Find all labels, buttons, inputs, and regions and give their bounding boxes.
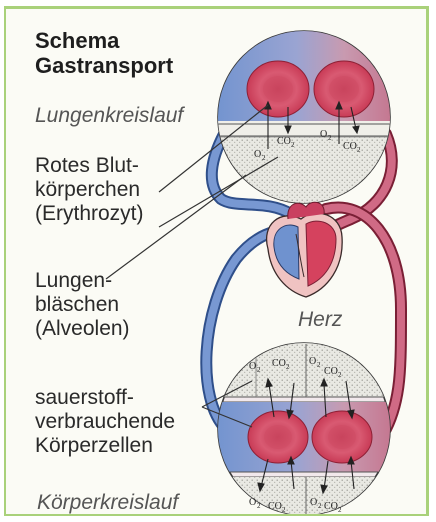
rbc-line-3: (Erythrozyt) xyxy=(35,202,144,226)
alveoli-label: Lungen- bläschen (Alveolen) xyxy=(35,269,130,341)
svg-text:O: O xyxy=(249,361,256,372)
lung-circulation-label: Lungenkreislauf xyxy=(35,104,183,128)
title-line-2: Gastransport xyxy=(35,54,173,79)
rbc-line-2: körperchen xyxy=(35,178,144,202)
alveoli-line-2: bläschen xyxy=(35,293,130,317)
svg-text:CO: CO xyxy=(272,358,286,369)
diagram-title: Schema Gastransport xyxy=(35,29,173,78)
title-line-1: Schema xyxy=(35,29,173,54)
svg-text:2: 2 xyxy=(338,371,342,379)
svg-text:CO: CO xyxy=(324,501,338,512)
svg-text:2: 2 xyxy=(291,141,295,149)
svg-text:2: 2 xyxy=(317,361,321,369)
cells-line-1: sauerstoff- xyxy=(35,386,175,410)
heart-illustration xyxy=(267,202,343,297)
red-blood-cell-label: Rotes Blut- körperchen (Erythrozyt) xyxy=(35,154,144,226)
svg-text:CO: CO xyxy=(277,136,291,147)
svg-text:O: O xyxy=(254,149,261,160)
svg-text:O: O xyxy=(310,497,317,508)
svg-text:O: O xyxy=(249,497,256,508)
svg-text:CO: CO xyxy=(343,141,357,152)
body-cells-label: sauerstoff- verbrauchende Körperzellen xyxy=(35,386,175,458)
svg-text:2: 2 xyxy=(257,502,261,510)
svg-text:2: 2 xyxy=(328,134,332,142)
cells-line-3: Körperzellen xyxy=(35,434,175,458)
svg-text:2: 2 xyxy=(257,366,261,374)
alveoli-line-3: (Alveolen) xyxy=(35,317,130,341)
svg-text:O: O xyxy=(309,356,316,367)
svg-text:2: 2 xyxy=(286,363,290,371)
svg-text:2: 2 xyxy=(318,502,322,510)
rbc-line-1: Rotes Blut- xyxy=(35,154,144,178)
svg-text:O: O xyxy=(320,129,327,140)
svg-text:2: 2 xyxy=(338,506,342,514)
svg-text:2: 2 xyxy=(357,146,361,154)
heart-label: Herz xyxy=(298,308,342,332)
cells-line-2: verbrauchende xyxy=(35,410,175,434)
body-circulation-label: Körperkreislauf xyxy=(37,491,178,515)
svg-text:CO: CO xyxy=(324,366,338,377)
alveoli-line-1: Lungen- xyxy=(35,269,130,293)
svg-text:2: 2 xyxy=(282,506,286,514)
svg-text:2: 2 xyxy=(262,154,266,162)
svg-text:CO: CO xyxy=(268,501,282,512)
